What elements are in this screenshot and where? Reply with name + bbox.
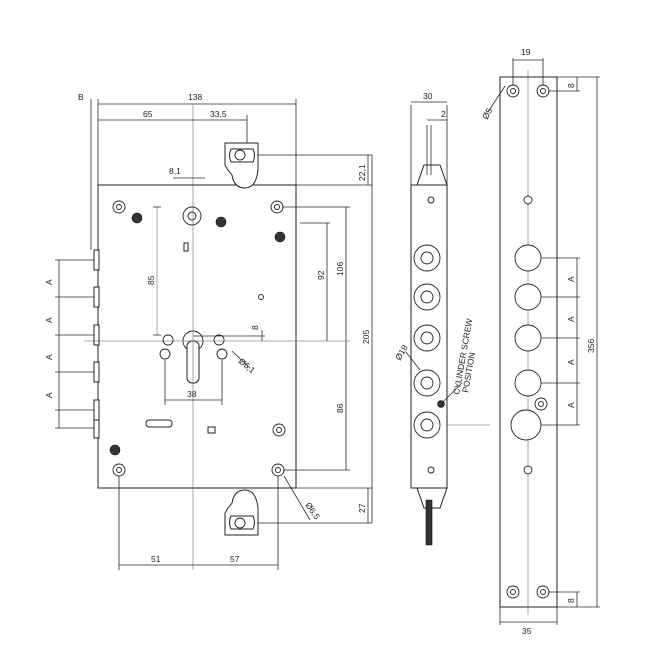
- dim-30: 30: [423, 91, 433, 101]
- dim-a-1: A: [44, 279, 54, 285]
- dim-a-4: A: [44, 392, 54, 398]
- dim-356: 356: [586, 339, 596, 353]
- dim-phi-6-5: Ø6,5: [303, 500, 322, 521]
- dim-92: 92: [316, 270, 326, 280]
- dim-38: 38: [187, 389, 197, 399]
- dim-a-3: A: [44, 354, 54, 360]
- dim-35: 35: [522, 626, 532, 636]
- side-bolts: [413, 196, 445, 474]
- faceplate-dimension-lines: [487, 58, 600, 625]
- dim-106: 106: [335, 262, 345, 276]
- dim-57: 57: [230, 554, 240, 564]
- dim-33-5: 33,5: [210, 109, 227, 119]
- dim-2: 2: [441, 109, 446, 119]
- dim-8-1: 8,1: [169, 166, 181, 176]
- dim-8-bottom: 8: [566, 598, 576, 603]
- bottom-hook: [224, 489, 259, 536]
- dim-8-top: 8: [566, 83, 576, 88]
- top-hook: [224, 142, 259, 189]
- front-view: B 138 65 33,5 8,1 22,1 85 92 106 8 205 Ø…: [44, 92, 373, 570]
- dim-27: 27: [357, 503, 367, 513]
- front-center-lines: [84, 105, 350, 570]
- left-bolts: [93, 249, 100, 439]
- side-view: 30 2 Ø18 CYLINDER SCREW POSITION: [393, 91, 490, 546]
- faceplate-view: 19 Ø5 8 8 356 35 A A A A: [480, 47, 600, 636]
- dim-a-8: A: [566, 402, 576, 408]
- dim-85: 85: [146, 275, 156, 285]
- dim-8: 8: [250, 325, 260, 330]
- dim-a-2: A: [44, 317, 54, 323]
- dim-65: 65: [143, 109, 153, 119]
- dim-phi-5: Ø5: [480, 106, 494, 121]
- dim-86: 86: [335, 403, 345, 413]
- dim-51: 51: [151, 554, 161, 564]
- front-screw-holes: [109, 200, 286, 477]
- dim-phi-18: Ø18: [393, 343, 410, 362]
- front-dimension-lines: [55, 99, 373, 570]
- dim-138: 138: [188, 92, 202, 102]
- dim-a-5: A: [566, 276, 576, 282]
- dim-b: B: [78, 92, 84, 102]
- dim-a-7: A: [566, 359, 576, 365]
- dim-19: 19: [521, 47, 531, 57]
- faceplate-holes: [506, 84, 550, 599]
- dim-22-1: 22,1: [357, 164, 367, 181]
- dim-205: 205: [361, 330, 371, 344]
- side-dimension-lines: [405, 101, 490, 426]
- dim-a-6: A: [566, 316, 576, 322]
